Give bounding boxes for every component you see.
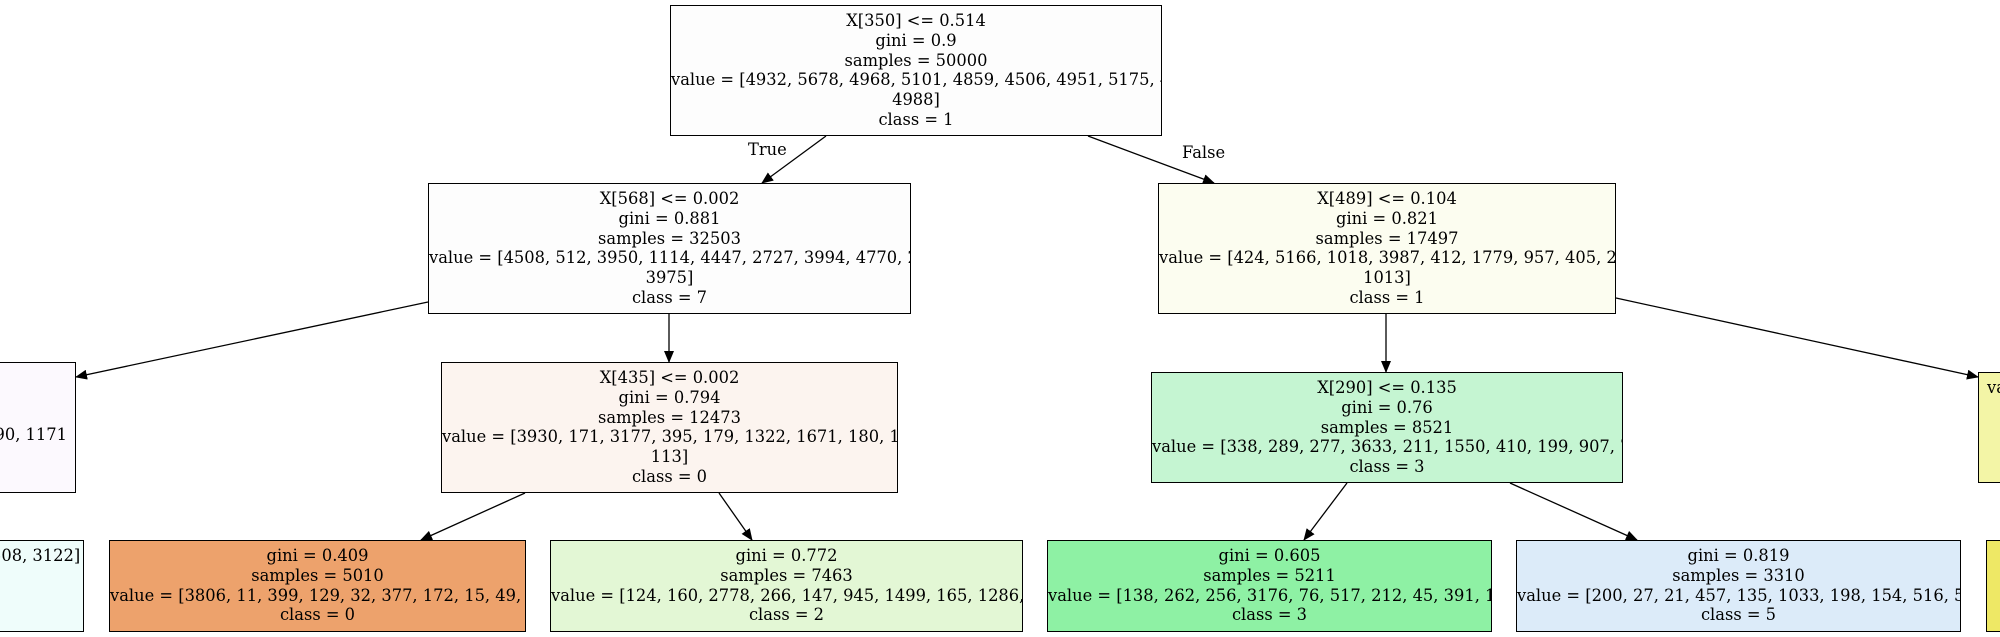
tree-node-right-left: X[290] <= 0.135 gini = 0.76 samples = 85… [1151, 372, 1623, 483]
edge-right-left-to-class5 [1509, 482, 1638, 541]
node-line: gini = 0.605 [1218, 546, 1321, 565]
node-line: samples = 5010 [251, 565, 384, 585]
edge-root-to-right [1087, 135, 1215, 184]
tree-leaf-class-2: gini = 0.772 samples = 7463 value = [124… [550, 540, 1023, 632]
node-line: class = 3 [1231, 605, 1308, 625]
node-line: 508, 3122] [0, 546, 81, 565]
tree-node-left-right: X[435] <= 0.002 gini = 0.794 samples = 1… [441, 362, 898, 493]
edge-right-left-to-class3 [1303, 482, 1348, 541]
edge-left-right-to-class2 [718, 492, 753, 541]
node-line: gini = 0.881 [618, 208, 721, 228]
tree-node-root: X[350] <= 0.514 gini = 0.9 samples = 500… [670, 5, 1162, 136]
node-line: class = 0 [631, 466, 708, 486]
node-line: value = [200, 27, 21, 457, 135, 1033, 19… [1517, 585, 1961, 605]
node-line: class = 2 [748, 605, 825, 625]
tree-leaf-far-right [1986, 540, 2000, 632]
node-line: class = 0 [279, 605, 356, 625]
tree-node-left: X[568] <= 0.002 gini = 0.881 samples = 3… [428, 183, 911, 314]
tree-leaf-class-5: gini = 0.819 samples = 3310 value = [200… [1516, 540, 1961, 632]
tree-node-left-left: 90, 1171 [0, 362, 76, 493]
node-line: gini = 0.819 [1687, 546, 1790, 565]
node-line: 3975] [645, 268, 694, 288]
node-line: 4988] [892, 90, 940, 110]
node-line: value = [124, 160, 2778, 266, 147, 945, … [551, 585, 1023, 605]
node-line: gini = 0.76 [1341, 397, 1433, 417]
node-line: class = 7 [631, 287, 708, 307]
node-line: value = [4508, 512, 3950, 1114, 4447, 27… [429, 248, 911, 268]
node-line: X[435] <= 0.002 [599, 368, 740, 387]
edge-root-to-left [761, 135, 827, 184]
tree-node-right: X[489] <= 0.104 gini = 0.821 samples = 1… [1158, 183, 1616, 314]
node-line: gini = 0.772 [735, 546, 838, 565]
node-line: samples = 50000 [844, 50, 988, 70]
node-line: va [1987, 378, 2000, 397]
node-line: samples = 32503 [598, 228, 741, 248]
node-line: class = 3 [1349, 457, 1425, 477]
edge-label-false: False [1182, 143, 1226, 162]
node-line: 90, 1171 [0, 425, 67, 444]
node-line: 1013] [1363, 268, 1411, 288]
tree-node-right-right: va [1978, 372, 2000, 483]
node-line: value = [3930, 171, 3177, 395, 179, 1322… [442, 427, 898, 447]
node-line: class = 5 [1700, 605, 1777, 625]
node-line: gini = 0.821 [1336, 208, 1438, 228]
edge-label-true: True [748, 140, 787, 159]
node-line: X[290] <= 0.135 [1317, 378, 1457, 397]
edge-left-to-left-left [75, 301, 429, 380]
node-line: samples = 3310 [1672, 565, 1805, 585]
node-line: X[350] <= 0.514 [846, 11, 986, 30]
node-line: gini = 0.409 [266, 546, 369, 565]
node-line: value = [424, 5166, 1018, 3987, 412, 177… [1159, 248, 1616, 268]
node-line: value = [4932, 5678, 4968, 5101, 4859, 4… [671, 70, 1162, 90]
node-line: value = [138, 262, 256, 3176, 76, 517, 2… [1048, 585, 1492, 605]
node-line: 113] [650, 447, 689, 467]
node-line: samples = 17497 [1315, 228, 1459, 248]
node-line: samples = 7463 [720, 565, 853, 585]
node-line: X[568] <= 0.002 [599, 189, 740, 208]
node-line: samples = 5211 [1203, 565, 1336, 585]
node-line: X[489] <= 0.104 [1317, 189, 1457, 208]
edge-left-right-to-class0 [420, 492, 526, 541]
edge-right-to-right-right [1615, 297, 1979, 380]
node-line: class = 1 [1349, 287, 1425, 307]
node-line: value = [338, 289, 277, 3633, 211, 1550,… [1152, 437, 1623, 457]
node-line: gini = 0.794 [618, 387, 721, 407]
node-line: samples = 12473 [598, 407, 741, 427]
tree-leaf-far-left: 508, 3122] [0, 540, 84, 632]
node-line: gini = 0.9 [875, 30, 957, 50]
node-line: samples = 8521 [1320, 417, 1454, 437]
tree-leaf-class-3: gini = 0.605 samples = 5211 value = [138… [1047, 540, 1492, 632]
node-line: class = 1 [878, 109, 954, 129]
tree-leaf-class-0: gini = 0.409 samples = 5010 value = [380… [109, 540, 526, 632]
node-line: value = [3806, 11, 399, 129, 32, 377, 17… [110, 585, 526, 605]
